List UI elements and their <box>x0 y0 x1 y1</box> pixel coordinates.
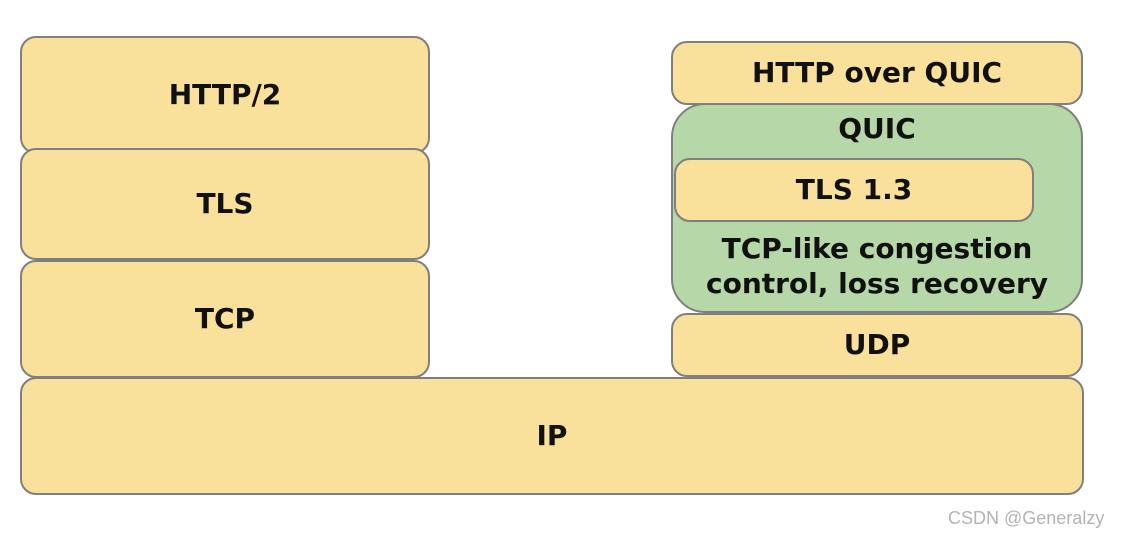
tls13-label: TLS 1.3 <box>795 173 913 207</box>
http-over-quic-layer: HTTP over QUIC <box>671 41 1083 105</box>
http2-layer: HTTP/2 <box>20 36 430 154</box>
udp-layer: UDP <box>671 313 1083 377</box>
http-over-quic-label: HTTP over QUIC <box>751 56 1003 90</box>
tls-layer: TLS <box>20 148 430 260</box>
tcp-layer: TCP <box>20 260 430 378</box>
quic-label: QUIC <box>838 112 916 145</box>
ip-layer: IP <box>20 377 1084 495</box>
quic-layer: QUIC TLS 1.3 TCP-like congestion control… <box>671 103 1083 313</box>
tls13-layer: TLS 1.3 <box>674 158 1034 222</box>
tls-label: TLS <box>196 187 254 221</box>
watermark-text: CSDN @Generalzy <box>948 508 1105 528</box>
congestion-line-2: control, loss recovery <box>705 267 1049 300</box>
udp-label: UDP <box>843 328 911 362</box>
http2-label: HTTP/2 <box>168 78 282 112</box>
congestion-line-1: TCP-like congestion <box>721 232 1033 265</box>
tcp-label: TCP <box>194 302 256 336</box>
ip-label: IP <box>536 419 568 453</box>
congestion-control-label: TCP-like congestion control, loss recove… <box>673 231 1081 301</box>
